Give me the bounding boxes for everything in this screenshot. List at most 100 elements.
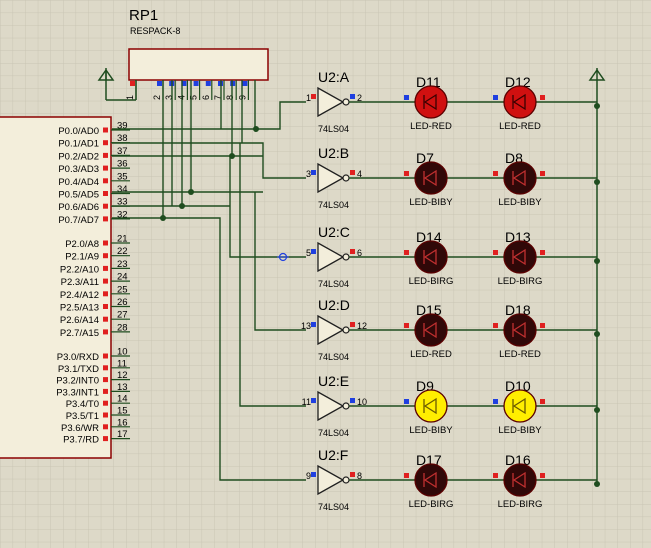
inverter-triangle	[317, 314, 345, 346]
inverter-part: 74LS04	[318, 352, 349, 362]
mcu-pin-number: 10	[117, 347, 128, 358]
pin-state-marker	[540, 399, 545, 404]
pin-state-marker	[103, 178, 108, 184]
mcu-pin-number: 33	[117, 197, 128, 208]
mcu-pin[interactable]: P3.0/RXD 10	[57, 347, 130, 364]
mcu-pin-name: P0.4/AD4	[58, 177, 99, 188]
led-lens	[414, 389, 448, 423]
mcu-pin-name: P2.6/A14	[60, 315, 99, 326]
resistor-pack-pin[interactable]: 6	[201, 80, 213, 100]
wire-junction	[594, 481, 600, 487]
inverter-bubble	[342, 476, 350, 484]
mcu-pin-name: P0.3/AD3	[58, 164, 99, 175]
resistor-pack-pin[interactable]: 5	[189, 80, 201, 100]
mcu-pin-name: P3.4/T0	[66, 399, 99, 410]
led-lens	[503, 313, 537, 347]
pin-state-marker	[350, 472, 355, 477]
pin-state-marker	[350, 170, 355, 175]
inverter-bubble	[342, 402, 350, 410]
inverter-triangle	[317, 86, 345, 118]
pin-state-marker	[103, 278, 108, 284]
mcu-pin-number: 39	[117, 121, 128, 132]
inverter-ref: U2:B	[318, 145, 349, 161]
mcu-pin-number: 23	[117, 259, 128, 270]
pin-state-marker	[404, 323, 409, 328]
mcu-pin[interactable]: P2.3/A11 24	[61, 272, 130, 289]
mcu-pin-name: P3.0/RXD	[57, 352, 99, 363]
mcu-pin-number: 35	[117, 171, 128, 182]
diode-symbol	[423, 93, 437, 111]
power-rail-right	[588, 68, 606, 485]
pin-state-marker	[103, 329, 108, 335]
pin-state-marker	[493, 323, 498, 328]
pin-state-marker	[103, 216, 108, 222]
led-lens	[414, 463, 448, 497]
pin-state-marker	[404, 399, 409, 404]
diode-symbol	[423, 169, 437, 187]
mcu-pin-number: 38	[117, 133, 128, 144]
inverter-part: 74LS04	[318, 200, 349, 210]
led-lens	[503, 463, 537, 497]
pin-state-marker	[103, 377, 108, 383]
mcu-pin[interactable]: P2.2/A10 23	[60, 259, 130, 276]
mcu-pin-name: P2.2/A10	[60, 264, 99, 275]
pin-state-marker	[404, 95, 409, 100]
pin-state-marker	[103, 353, 108, 359]
mcu-pin-name: P0.6/AD6	[58, 202, 99, 213]
pin-state-marker	[311, 322, 316, 327]
led-type: LED-BIBY	[498, 197, 542, 208]
mcu-pin-name: P2.3/A11	[61, 277, 99, 288]
pin-state-marker	[311, 170, 316, 175]
mcu-pin-number: 26	[117, 297, 128, 308]
wire-junction	[594, 407, 600, 413]
pin-state-marker	[103, 265, 108, 271]
pin-state-marker	[493, 250, 498, 255]
pin-state-marker	[493, 473, 498, 478]
wire-junctions	[160, 126, 259, 221]
mcu-pin-name: P3.3/INT1	[56, 387, 99, 398]
mcu-pin[interactable]: P0.4/AD4 35	[58, 171, 130, 188]
mcu-pin-number: 24	[117, 272, 128, 283]
